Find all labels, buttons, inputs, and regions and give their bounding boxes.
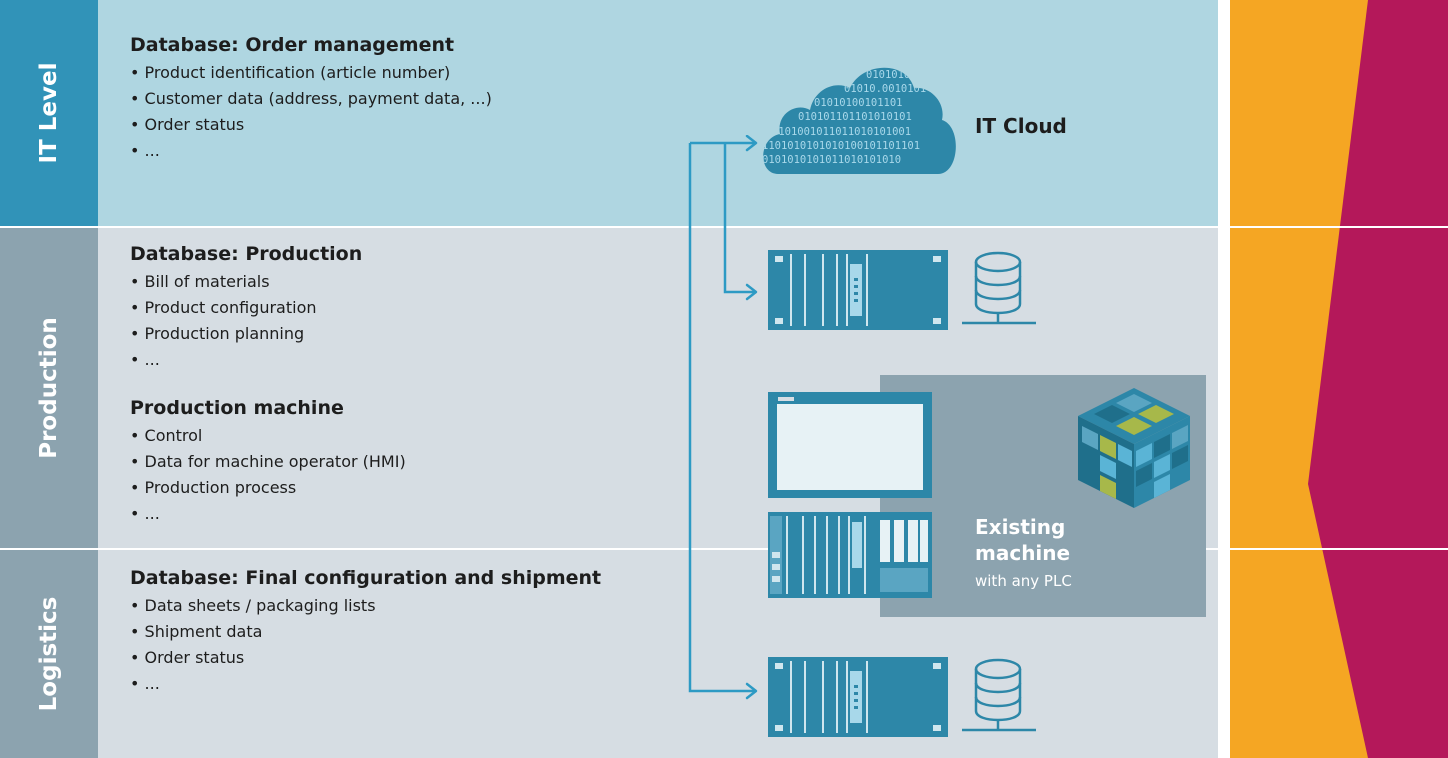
database-icon <box>962 658 1036 732</box>
it-level-label: IT Level <box>36 62 62 164</box>
trunk-connector-line <box>688 143 755 693</box>
production-db-title: Database: Production <box>130 243 363 265</box>
logistics-label: Logistics <box>36 596 62 712</box>
it-level-sidebar: IT Level <box>0 0 98 226</box>
list-item: ... <box>130 501 406 527</box>
list-item: ... <box>130 671 601 697</box>
production-db-list: Bill of materials Product configuration … <box>130 269 362 373</box>
production-db-section: Database: Production Bill of materials P… <box>130 243 362 373</box>
list-item: Production planning <box>130 321 362 347</box>
cube-icon <box>1078 388 1190 508</box>
production-sidebar: Production <box>0 228 98 548</box>
connector-lines <box>688 135 758 700</box>
production-machine-list: Control Data for machine operator (HMI) … <box>130 423 406 527</box>
production-label: Production <box>36 317 62 459</box>
arrow-icon <box>745 135 758 152</box>
list-item: Control <box>130 423 406 449</box>
list-item: Customer data (address, payment data, ..… <box>130 86 492 112</box>
plc-icon <box>768 512 932 598</box>
list-item: Order status <box>130 645 601 671</box>
it-cloud-label: IT Cloud <box>975 114 1067 138</box>
list-item: Data sheets / packaging lists <box>130 593 601 619</box>
shipment-section: Database: Final configuration and shipme… <box>130 567 601 697</box>
list-item: Product identification (article number) <box>130 60 492 86</box>
server-icon <box>768 250 948 330</box>
binary-line: 1101010101010100101101101 <box>762 140 920 152</box>
binary-line: 01010100101101 <box>814 97 903 109</box>
production-machine-title: Production machine <box>130 397 344 419</box>
list-item: ... <box>130 138 492 164</box>
existing-machine-title-line1: Existing <box>975 515 1066 539</box>
arrow-icon <box>745 283 758 301</box>
binary-line: 01010.0010101 <box>844 83 926 95</box>
existing-machine-text: Existing machine with any PLC <box>975 514 1072 592</box>
shipment-title: Database: Final configuration and shipme… <box>130 567 602 589</box>
arrow-icon <box>745 682 758 700</box>
list-item: Order status <box>130 112 492 138</box>
production-machine-section: Production machine Control Data for mach… <box>130 397 406 527</box>
server-connector-line <box>723 143 755 294</box>
list-item: Product configuration <box>130 295 362 321</box>
list-item: Production process <box>130 475 406 501</box>
order-management-title: Database: Order management <box>130 34 455 56</box>
order-management-section: Database: Order management Product ident… <box>130 34 492 164</box>
list-item: Data for machine operator (HMI) <box>130 449 406 475</box>
list-item: Bill of materials <box>130 269 362 295</box>
binary-line: 0101010 <box>866 69 910 81</box>
existing-machine-subtitle: with any PLC <box>975 572 1072 590</box>
existing-machine-title-line2: machine <box>975 541 1071 565</box>
binary-line: 0101001011011010101001 <box>772 126 911 138</box>
cloud-icon: 0101010 01010.0010101 01010100101101 010… <box>762 67 956 174</box>
shipment-list: Data sheets / packaging lists Shipment d… <box>130 593 601 697</box>
list-item: Shipment data <box>130 619 601 645</box>
logistics-sidebar: Logistics <box>0 550 98 758</box>
order-management-list: Product identification (article number) … <box>130 60 492 164</box>
server-icon <box>768 657 948 737</box>
binary-line: 010101101101010101 <box>798 111 912 123</box>
binary-line: 0101010101011010101010 <box>762 154 901 166</box>
decorative-stripe <box>1230 0 1448 758</box>
hmi-panel-icon <box>768 392 932 498</box>
separator-production-logistics <box>0 548 1448 550</box>
list-item: ... <box>130 347 362 373</box>
database-icon <box>962 251 1036 325</box>
